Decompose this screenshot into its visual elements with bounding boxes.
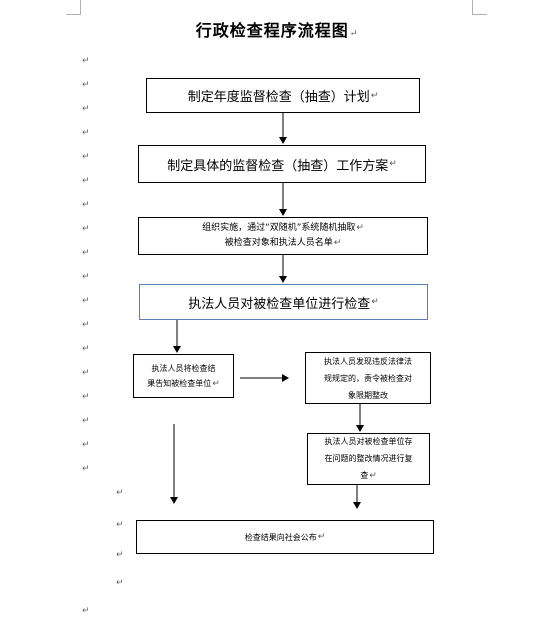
- paragraph-mark: ↵: [82, 248, 90, 258]
- paragraph-mark: ↵: [116, 520, 124, 530]
- paragraph-mark: ↵: [82, 464, 90, 474]
- step-work-plan-box: 制定具体的监督检查（抽查）工作方案↵: [138, 145, 426, 183]
- paragraph-mark: ↵: [82, 128, 90, 138]
- paragraph-mark: ↵: [333, 238, 342, 248]
- paragraph-mark: ↵: [82, 224, 90, 234]
- inform-result-text-2: 果告知被检查单位: [147, 378, 212, 388]
- step-inspection-box: 执法人员对被检查单位进行检查↵: [139, 284, 428, 320]
- paragraph-mark: ↵: [349, 29, 359, 39]
- page-corner-mark-left: [66, 0, 81, 15]
- inform-result-box: 执法人员将检查结 果告知被检查单位↵: [133, 354, 234, 398]
- paragraph-mark: ↵: [82, 200, 90, 210]
- paragraph-mark: ↵: [370, 90, 379, 101]
- publish-result-box: 检查结果向社会公布↵: [136, 520, 434, 554]
- step-random-selection-text-2: 被检查对象和执法人员名单: [224, 238, 333, 248]
- publish-result-text: 检查结果向社会公布: [244, 532, 317, 542]
- order-rectification-line1: 执法人员发现违反法律法: [324, 356, 412, 366]
- paragraph-mark: ↵: [82, 368, 90, 378]
- paragraph-mark: ↵: [82, 56, 90, 66]
- paragraph-mark: ↵: [356, 223, 364, 233]
- step-random-selection-box: 组织实施，通过“双随机”系统随机抽取↵ 被检查对象和执法人员名单↵: [138, 217, 428, 255]
- page-corner-mark-right: [472, 0, 487, 15]
- paragraph-mark: ↵: [82, 152, 90, 162]
- paragraph-mark: ↵: [82, 272, 90, 282]
- paragraph-mark: ↵: [371, 297, 379, 307]
- paragraph-mark: ↵: [116, 488, 124, 498]
- paragraph-mark: ↵: [116, 550, 124, 560]
- paragraph-mark: ↵: [82, 392, 90, 402]
- paragraph-mark: ↵: [82, 344, 90, 354]
- review-rectification-text-3: 查: [360, 471, 369, 480]
- step-random-selection-line1: 组织实施，通过“双随机”系统随机抽取↵: [202, 221, 364, 236]
- step-random-selection-line2: 被检查对象和执法人员名单↵: [225, 236, 342, 251]
- order-rectification-box: 执法人员发现违反法律法 规规定的，责令被检查对 象限期整改: [305, 352, 431, 404]
- review-rectification-box: 执法人员对被检查单位存 在问题的整改情况进行复 查↵: [307, 433, 430, 485]
- paragraph-mark: ↵: [82, 176, 90, 186]
- paragraph-mark: ↵: [369, 471, 377, 481]
- step-work-plan-text: 制定具体的监督检查（抽查）工作方案: [167, 158, 389, 174]
- paragraph-mark: ↵: [82, 440, 90, 450]
- review-rectification-line2: 在问题的整改情况进行复: [324, 454, 413, 463]
- order-rectification-line3: 象限期整改: [348, 390, 388, 400]
- review-rectification-line1: 执法人员对被检查单位存: [324, 437, 413, 446]
- paragraph-mark: ↵: [82, 80, 90, 90]
- paragraph-mark: ↵: [389, 159, 397, 169]
- paragraph-mark: ↵: [82, 104, 90, 114]
- paragraph-mark: ↵: [82, 606, 90, 616]
- paragraph-mark: ↵: [317, 531, 326, 542]
- inform-result-line2: 果告知被检查单位↵: [147, 376, 220, 392]
- paragraph-mark: ↵: [82, 416, 90, 426]
- paragraph-mark: ↵: [212, 378, 220, 389]
- document-title: 行政检查程序流程图↵: [0, 17, 554, 41]
- review-rectification-line3: 查↵: [360, 467, 377, 485]
- paragraph-mark: ↵: [82, 296, 90, 306]
- order-rectification-line2: 规规定的，责令被检查对: [324, 373, 412, 383]
- step-inspection-text: 执法人员对被检查单位进行检查: [188, 296, 371, 312]
- document-title-text: 行政检查程序流程图: [195, 21, 349, 40]
- paragraph-mark: ↵: [116, 578, 124, 588]
- step-annual-plan-box: 制定年度监督检查（抽查）计划↵: [146, 78, 420, 113]
- step-annual-plan-text: 制定年度监督检查（抽查）计划: [187, 90, 370, 105]
- inform-result-line1: 执法人员将检查结: [151, 363, 216, 373]
- step-random-selection-text-1: 组织实施，通过“双随机”系统随机抽取: [202, 223, 356, 233]
- paragraph-mark: ↵: [82, 320, 90, 330]
